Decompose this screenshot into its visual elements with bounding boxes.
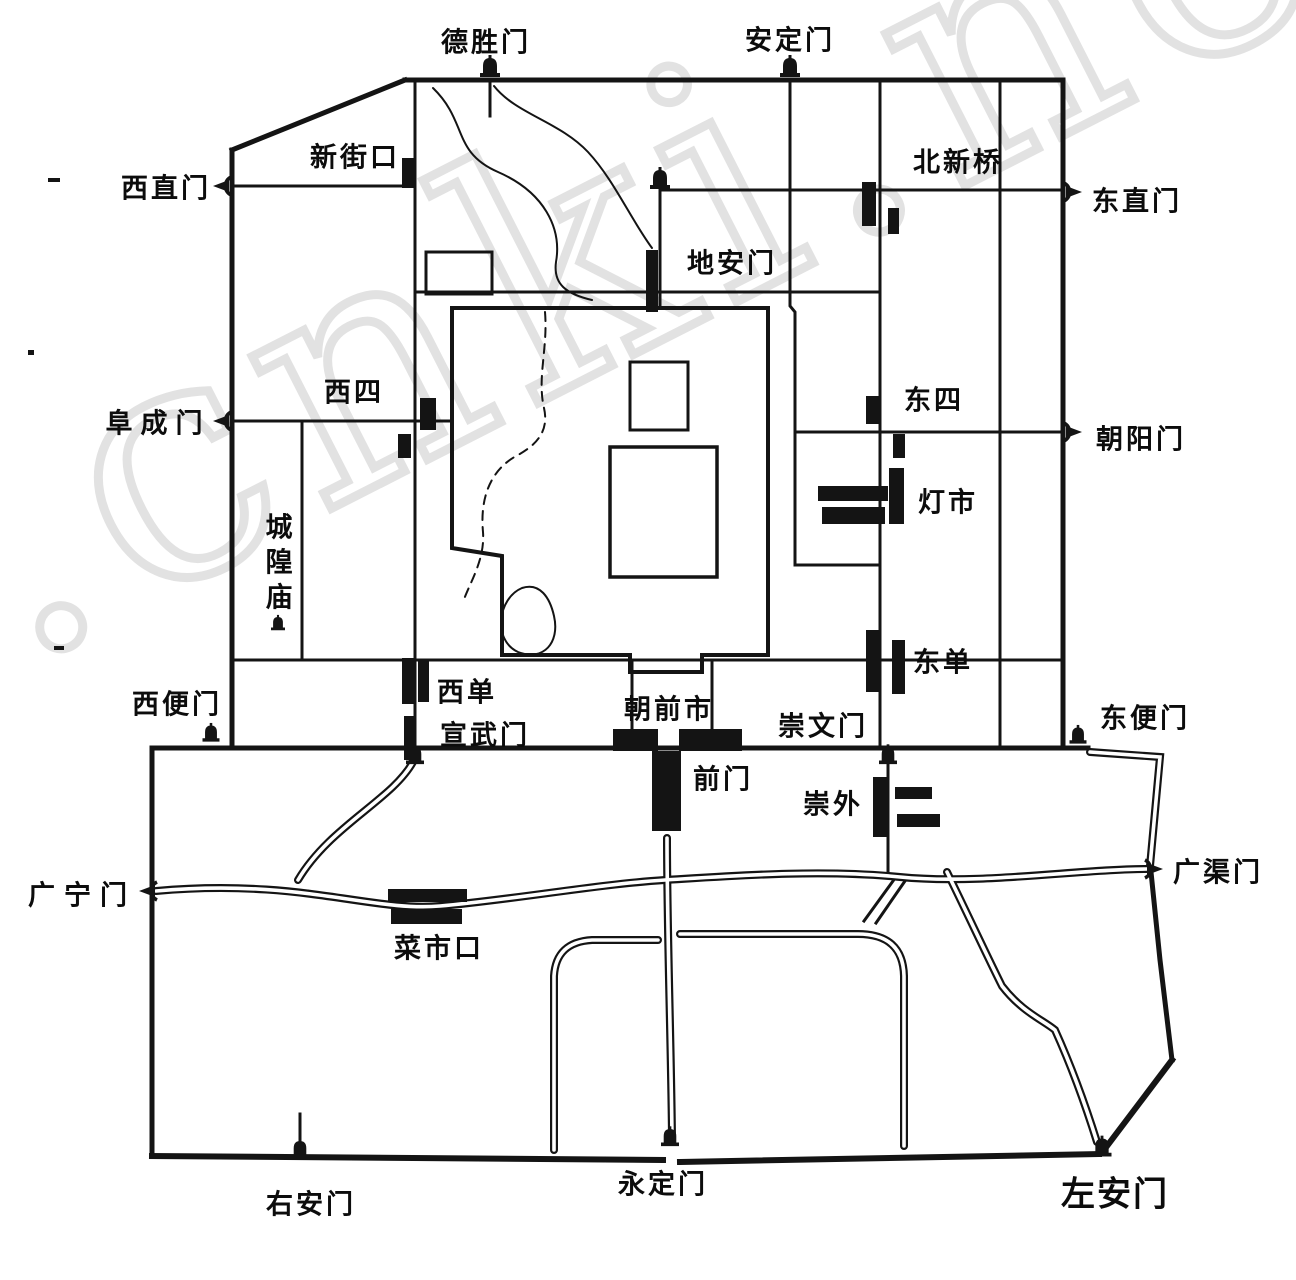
dongzhimen-gate-icon xyxy=(1062,181,1084,203)
xinjiekou-market-bar xyxy=(402,158,414,188)
fuchengmen-gate-icon xyxy=(211,410,233,432)
scan-specks xyxy=(28,178,64,650)
dianmen-market-bar xyxy=(646,250,658,312)
qianmen-market-bar-east xyxy=(679,729,742,751)
dongsi-market-bar-2 xyxy=(893,434,905,458)
dengshi-market-bar-3 xyxy=(889,468,904,524)
dongdan-market-bar-2 xyxy=(892,640,905,694)
caishikou-market-bar xyxy=(388,889,467,902)
dongbianmen-gate-icon xyxy=(1069,724,1087,744)
temple-block-outline xyxy=(424,250,494,296)
outer-city-south-wall xyxy=(148,1055,1177,1166)
imperial-lake-dashed xyxy=(462,311,547,603)
dongsi-market-bar xyxy=(866,396,879,424)
chongwai-market-bar-3 xyxy=(897,814,940,827)
inner-city-wall xyxy=(228,76,1066,751)
xisi-market-bar xyxy=(420,398,436,430)
qianmen-market-bar-west xyxy=(613,729,658,751)
xisi-market-bar-2 xyxy=(398,434,411,458)
city-walls-layer xyxy=(148,76,1177,1166)
chaoyangmen-gate-icon xyxy=(1062,421,1084,443)
xibianmen-gate-icon xyxy=(202,722,220,742)
north-lake-shoreline xyxy=(432,87,593,301)
qianmen-market-bar-south xyxy=(652,751,681,831)
lakes-layer xyxy=(432,85,653,656)
xizhimen-gate-icon xyxy=(211,175,233,197)
chenghuangmiao-gate-icon xyxy=(271,614,285,631)
forbidden-city-wall xyxy=(608,445,719,579)
guangningmen-gate-icon xyxy=(137,880,159,902)
roads-core-layer xyxy=(154,750,1162,1152)
youanmen-gate-icon xyxy=(291,1138,309,1159)
dengshi-market-bar-2 xyxy=(822,507,885,524)
caishikou-market-bar-2 xyxy=(391,909,462,924)
yongdingmen-gate-icon xyxy=(661,1126,679,1147)
dianmen-gate-icon xyxy=(650,167,670,189)
south-lake-blob xyxy=(500,585,557,656)
deshengmen-gate-icon xyxy=(480,55,500,77)
palace-north-block xyxy=(628,360,690,432)
outer-city-wall xyxy=(149,745,1175,1159)
beixinqiao-market-bar-2 xyxy=(888,208,899,234)
xidan-market-bar-2 xyxy=(418,660,429,702)
streets-layer xyxy=(230,78,1065,1150)
chongwai-market-bar xyxy=(873,777,888,837)
imperial-city-wall xyxy=(450,306,770,674)
north-lake-shoreline-2 xyxy=(493,85,653,249)
dongdan-market-bar xyxy=(866,630,880,692)
chongwai-market-bar-2 xyxy=(895,787,932,799)
imperial-city-layer xyxy=(450,306,770,674)
dengshi-market-bar xyxy=(818,486,888,501)
beixinqiao-market-bar xyxy=(862,182,876,226)
markets-layer xyxy=(388,158,940,924)
xidan-market-bar xyxy=(402,658,414,704)
andingmen-gate-icon xyxy=(780,55,800,77)
